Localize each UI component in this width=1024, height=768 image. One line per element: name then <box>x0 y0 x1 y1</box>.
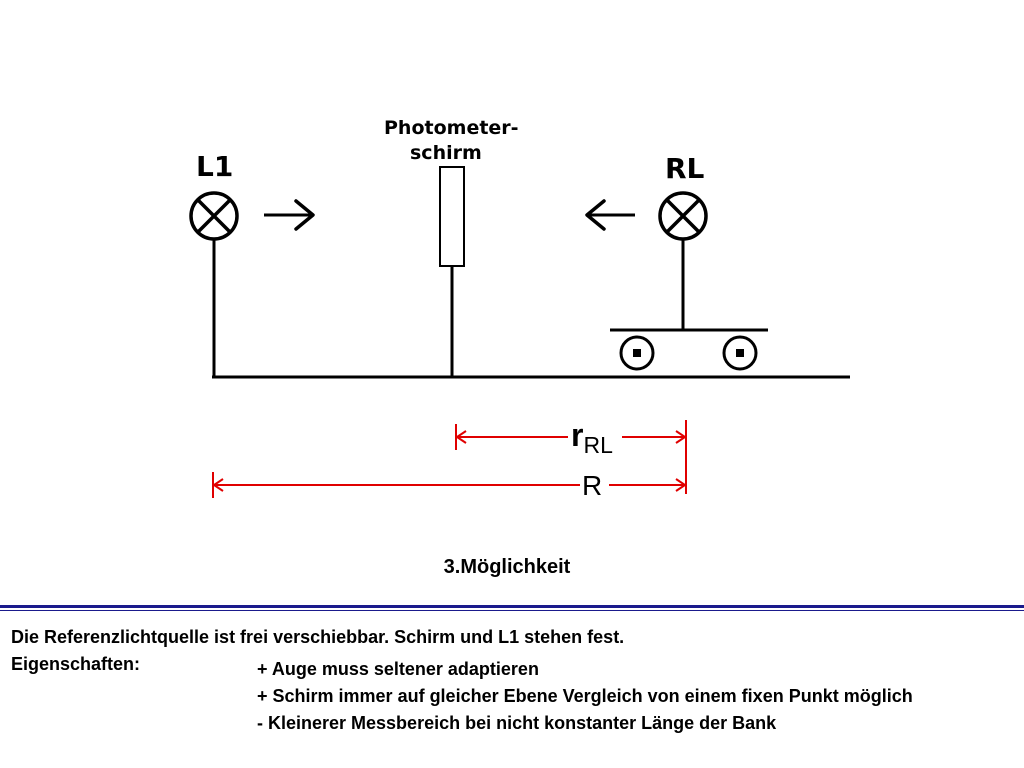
lamp-l1-label: L1 <box>196 150 233 183</box>
lamp-rl: RL <box>658 152 708 330</box>
dimension-r-rl-sub: RL <box>583 432 613 458</box>
separator-line <box>0 605 1024 608</box>
lamp-rl-label: RL <box>665 152 705 185</box>
list-item: + Auge muss seltener adaptieren <box>257 659 539 679</box>
photometer-screen: Photometer- schirm <box>384 117 519 377</box>
lamp-cross-icon <box>189 191 239 241</box>
lamp-l1: L1 <box>189 150 239 377</box>
movable-cart <box>610 328 768 371</box>
properties-label: Eigenschaften: <box>11 654 141 674</box>
wheel-icon <box>619 335 655 371</box>
list-item: - Kleinerer Messbereich bei nicht konsta… <box>257 713 777 733</box>
screen-label-line2: schirm <box>410 142 482 164</box>
arrow-right-icon <box>264 199 315 231</box>
wheel-icon <box>722 335 758 371</box>
photometer-bench-diagram: L1 Photometer- schirm RL <box>189 117 850 501</box>
screen-label-line1: Photometer- <box>384 117 519 139</box>
dimension-r-rl-label: rRL <box>571 417 613 458</box>
screen-panel <box>439 166 465 267</box>
dimension-r-rl: rRL <box>455 417 687 494</box>
description-intro: Die Referenzlichtquelle ist frei verschi… <box>11 627 625 647</box>
separator-line-thin <box>0 610 1024 611</box>
figure-caption: 3.Möglichkeit <box>443 556 571 578</box>
dimension-r: R <box>212 470 687 501</box>
properties-list: + Auge muss seltener adaptieren + Schirm… <box>257 656 1017 737</box>
arrow-left-icon <box>585 199 635 231</box>
lamp-cross-icon <box>658 191 708 241</box>
dimension-r-label: R <box>582 470 602 501</box>
dimension-r-rl-main: r <box>571 417 583 453</box>
list-item: + Schirm immer auf gleicher Ebene Vergle… <box>257 686 913 706</box>
